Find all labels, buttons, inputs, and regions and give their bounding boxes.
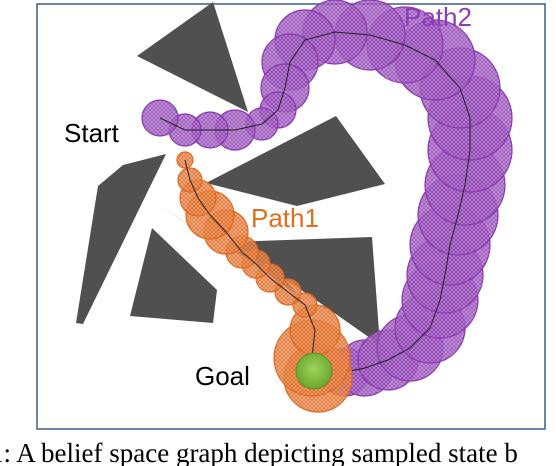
- path1-trajectory: [184, 159, 319, 379]
- path1-label: Path1: [251, 203, 319, 233]
- goal-marker: [295, 352, 333, 390]
- obstacle: [137, 2, 248, 112]
- obstacle: [130, 228, 217, 323]
- start-label: Start: [64, 118, 120, 148]
- obstacle: [76, 154, 166, 324]
- path2-trajectory: [159, 31, 471, 373]
- obstacle: [206, 116, 385, 206]
- figure-caption: 1: A belief space graph depicting sample…: [0, 438, 518, 466]
- goal-label: Goal: [195, 361, 250, 391]
- path2-label: Path2: [404, 2, 472, 32]
